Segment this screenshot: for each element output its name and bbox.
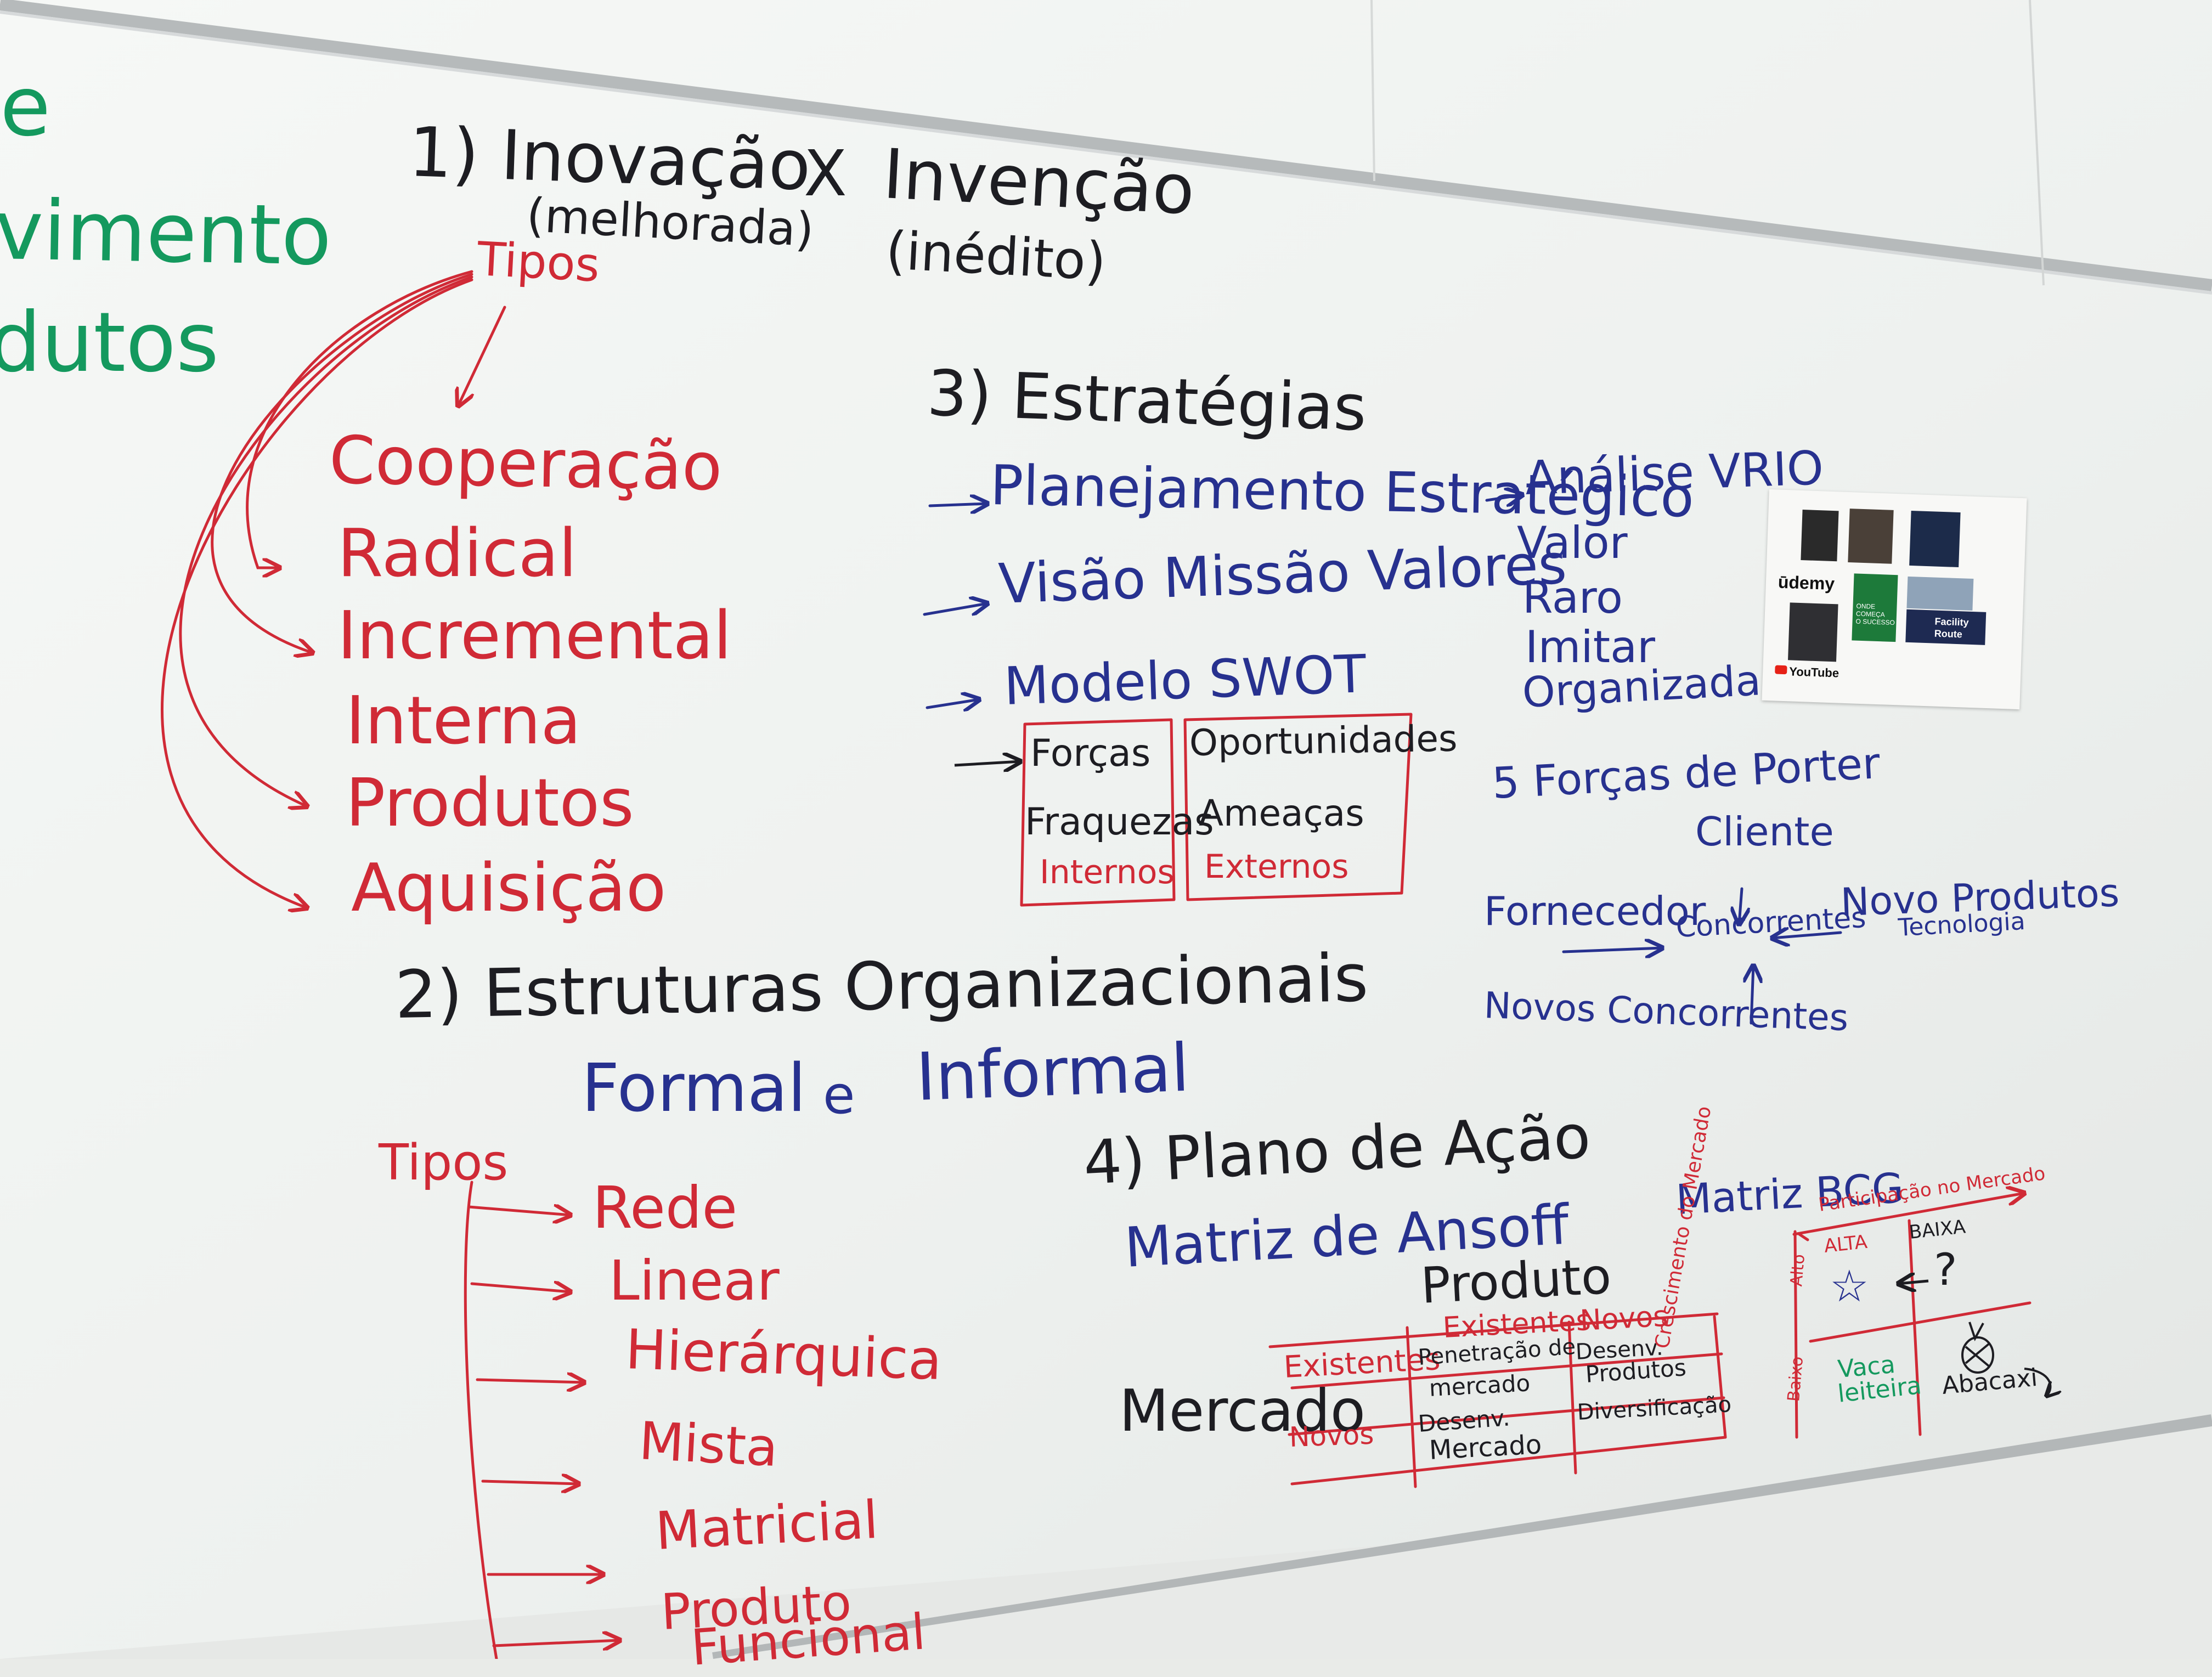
bcg-baixa: BAIXA (1908, 1216, 1967, 1244)
poster-green-text-1: ONDE (1856, 602, 1876, 611)
section2-item-linear: Linear (609, 1249, 780, 1313)
vrio-organizada: Organizada (1521, 656, 1762, 717)
section2-item-funcional: Funcional (689, 1603, 928, 1677)
left-edge-dutos: dutos (0, 295, 219, 391)
ansoff-produto: Produto (1419, 1247, 1613, 1315)
youtube-play-icon (1775, 665, 1787, 675)
section2-informal: Informal (915, 1030, 1191, 1116)
porter-fornecedor: Fornecedor (1484, 888, 1706, 934)
poster-green-text-3: O SUCESSO (1855, 617, 1895, 627)
section1-item-cooperacao: Cooperação (328, 422, 723, 506)
section1-vs: X (804, 137, 847, 211)
section1-note-inedito: (inédito) (884, 221, 1108, 292)
section1-title: 1) Inovação (407, 112, 812, 206)
section2-e: e (823, 1065, 855, 1126)
vrio-imitar: Imitar (1525, 622, 1656, 673)
ansoff-cell-desprod-2: Produtos (1584, 1354, 1688, 1388)
poster-photo-1 (1801, 510, 1839, 562)
poster-youtube-logo: YouTube (1788, 664, 1839, 680)
swot-oportunidades: Oportunidades (1189, 717, 1458, 764)
poster-photo-4 (1788, 602, 1838, 662)
section1-item-produtos: Produtos (346, 765, 634, 842)
bcg-baixo: Baixo (1784, 1356, 1808, 1403)
section1-tipos: Tipos (476, 232, 601, 293)
section3-item-swot: Modelo SWOT (1003, 643, 1368, 717)
poster-udemy-logo: ūdemy (1778, 572, 1835, 594)
bcg-question: ? (1934, 1244, 1957, 1295)
poster-photo-2 (1848, 509, 1894, 564)
section2-item-hierarquica: Hierárquica (624, 1317, 943, 1393)
section2-tipos: Tipos (379, 1134, 509, 1192)
swot-forcas: Forças (1030, 732, 1151, 775)
swot-internos: Internos (1040, 853, 1175, 891)
section2-item-mista: Mista (637, 1411, 780, 1479)
section2-formal: Formal (582, 1051, 806, 1127)
section1-item-aquisicao: Aquisição (351, 850, 667, 927)
vrio-raro: Raro (1522, 572, 1623, 623)
ansoff-row-novos: Novos (1288, 1418, 1375, 1453)
porter-tecnologia: Tecnologia (1897, 907, 2026, 942)
ansoff-cell-desmerc-2: Mercado (1428, 1429, 1543, 1466)
section3-title: 3) Estratégias (926, 357, 1368, 445)
left-edge-vimento: vimento (0, 183, 332, 284)
ansoff-mercado: Mercado (1119, 1377, 1366, 1444)
left-edge-e: e (0, 59, 51, 155)
section2-item-rede: Rede (592, 1175, 738, 1241)
poster-photo-3 (1909, 510, 1961, 568)
swot-ameacas: Ameaças (1199, 792, 1364, 834)
taped-poster: ūdemy ONDE COMEÇA O SUCESSO Facility Rou… (1762, 489, 2027, 710)
section1-invencao: Invenção (881, 134, 1197, 230)
section1-item-incremental: Incremental (337, 598, 732, 674)
section1-item-radical: Radical (337, 516, 577, 592)
poster-facility-text-1: Facility (1934, 616, 1969, 628)
section2-title: 2) Estruturas Organizacionais (394, 940, 1369, 1034)
swot-fraquezas: Fraquezas (1025, 800, 1214, 844)
ansoff-cell-penetracao-2: mercado (1428, 1369, 1531, 1402)
poster-facility-text-2: Route (1934, 628, 1963, 640)
poster-building-photo (1906, 576, 1974, 611)
vrio-valor: Valor (1517, 517, 1628, 568)
porter-cliente: Cliente (1695, 809, 1834, 855)
section2-item-matricial: Matricial (654, 1489, 880, 1562)
bcg-alta: ALTA (1822, 1230, 1869, 1257)
swot-externos: Externos (1204, 848, 1349, 886)
bcg-alto: Alto (1787, 1253, 1809, 1288)
bcg-star: ☆ (1830, 1261, 1869, 1312)
section1-item-interna: Interna (346, 683, 582, 759)
